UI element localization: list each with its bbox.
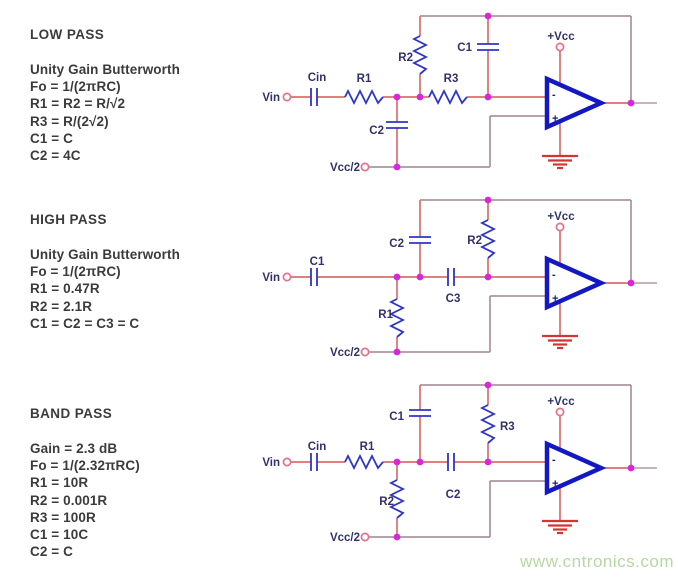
capacitor-c1 (408, 409, 432, 417)
opamp (542, 31, 601, 168)
junction-dots (393, 12, 635, 171)
vin-label: Vin (262, 457, 280, 469)
c2-label: C2 (446, 489, 461, 501)
capacitor-c2 (447, 452, 455, 472)
vin-label: Vin (262, 92, 280, 104)
high-pass-specs: Unity Gain Butterworth Fo = 1/(2πRC) R1 … (30, 246, 250, 332)
junction-dots (393, 196, 635, 356)
spec-line: R2 = 2.1R (30, 298, 93, 314)
vcc-half-label: Vcc/2 (330, 532, 360, 544)
capacitor-c2 (385, 121, 409, 129)
vcc-half-terminal (360, 532, 370, 542)
spec-line: Fo = 1/(2πRC) (30, 79, 121, 95)
section-title-high-pass: HIGH PASS (30, 212, 107, 227)
vcc-half-label: Vcc/2 (330, 347, 360, 359)
r1-label: R1 (357, 73, 372, 85)
capacitor-c2 (408, 236, 432, 244)
r2-label: R2 (467, 235, 482, 247)
spec-line: R1 = 10R (30, 475, 89, 491)
capacitor-c1 (310, 267, 318, 287)
junction-dots (393, 381, 635, 541)
resistor-r2 (481, 219, 495, 259)
spec-line: R3 = 100R (30, 509, 96, 525)
r3-label: R3 (444, 73, 459, 85)
low-pass-specs: Unity Gain Butterworth Fo = 1/(2πRC) R1 … (30, 61, 250, 164)
component-labels: Vin Cin R1 R2 C1 C2 R3 Vcc/2 (262, 411, 514, 544)
spec-line: R2 = 0.001R (30, 492, 108, 508)
resistor-r1 (344, 455, 384, 469)
resistor-r3 (481, 404, 495, 444)
r1-label: R1 (378, 309, 393, 321)
spec-line: C2 = C (30, 544, 73, 560)
spec-line: Gain = 2.3 dB (30, 441, 118, 456)
c1-label: C1 (457, 42, 472, 54)
spec-line: R1 = 0.47R (30, 281, 100, 297)
high-pass-circuit: Vin C1 R1 C2 C3 R2 Vcc/2 (262, 196, 657, 359)
component-labels: Vin Cin R1 R2 R3 C1 C2 Vcc/2 (262, 42, 472, 174)
cin-label: Cin (308, 441, 327, 453)
spec-line: C2 = 4C (30, 148, 81, 164)
vin-terminal (282, 457, 292, 467)
c2-label: C2 (369, 125, 384, 137)
vin-terminal (282, 92, 292, 102)
capacitor-cin (310, 452, 318, 472)
c1-label: C1 (310, 256, 325, 268)
vin-label: Vin (262, 272, 280, 284)
band-pass-specs: Gain = 2.3 dB Fo = 1/(2.32πRC) R1 = 10R … (30, 440, 250, 560)
component-labels: Vin C1 R1 C2 C3 R2 Vcc/2 (262, 235, 482, 359)
c1-label: C1 (389, 411, 404, 423)
section-title-low-pass: LOW PASS (30, 27, 105, 42)
r2-label: R2 (379, 496, 394, 508)
spec-line: Fo = 1/(2.32πRC) (30, 458, 140, 474)
spec-line: Fo = 1/(2πRC) (30, 264, 121, 280)
spec-line: Unity Gain Butterworth (30, 62, 180, 77)
vin-terminal (282, 272, 292, 282)
low-pass-circuit: Vin Cin R1 R2 R3 C1 C2 Vcc/2 (262, 12, 657, 174)
r2-label: R2 (398, 52, 413, 64)
spec-line: C1 = C (30, 130, 73, 146)
capacitor-c3 (447, 267, 455, 287)
band-pass-circuit: Vin Cin R1 R2 C1 C2 R3 Vcc/2 (262, 381, 657, 544)
vcc-half-label: Vcc/2 (330, 162, 360, 174)
cin-label: Cin (308, 72, 327, 84)
resistor-r1 (344, 90, 384, 104)
spec-line: Unity Gain Butterworth (30, 247, 180, 262)
resistor-r2 (413, 35, 427, 75)
spec-line: R3 = R/(2√2) (30, 113, 109, 129)
vcc-half-terminal (360, 162, 370, 172)
c2-label: C2 (389, 238, 404, 250)
capacitor-cin (310, 87, 318, 107)
r1-label: R1 (360, 441, 375, 453)
c3-label: C3 (446, 293, 461, 305)
spec-line: R1 = R2 = R/√2 (30, 96, 126, 112)
vcc-half-terminal (360, 347, 370, 357)
section-title-band-pass: BAND PASS (30, 406, 113, 421)
opamp (542, 396, 601, 533)
wire-segments (291, 15, 657, 168)
band-pass-section: BAND PASS Gain = 2.3 dB Fo = 1/(2.32πRC)… (30, 406, 250, 560)
high-pass-section: HIGH PASS Unity Gain Butterworth Fo = 1/… (30, 212, 250, 332)
r3-label: R3 (500, 421, 515, 433)
opamp (542, 211, 601, 348)
resistor-r3 (428, 90, 468, 104)
spec-line: C1 = 10C (30, 527, 89, 543)
wire-segments (291, 199, 657, 353)
watermark: www.cntronics.com (520, 552, 674, 571)
low-pass-section: LOW PASS Unity Gain Butterworth Fo = 1/(… (30, 27, 250, 164)
capacitor-c1 (476, 43, 500, 51)
spec-line: C1 = C2 = C3 = C (30, 315, 140, 331)
